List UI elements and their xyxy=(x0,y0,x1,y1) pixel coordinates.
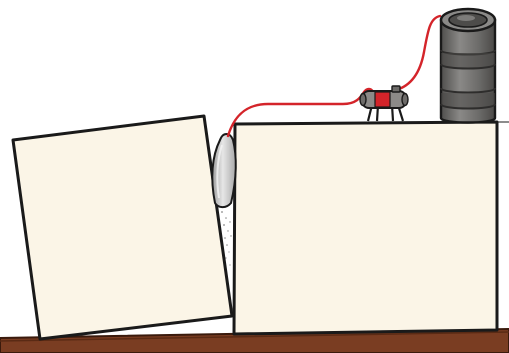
air-hose xyxy=(226,14,442,138)
pump-unit xyxy=(359,85,409,122)
tilted-block xyxy=(11,114,234,341)
gas-cylinder xyxy=(439,7,497,124)
air-bag xyxy=(211,133,237,209)
debris-speckle xyxy=(221,205,232,266)
upright-block xyxy=(232,120,509,336)
